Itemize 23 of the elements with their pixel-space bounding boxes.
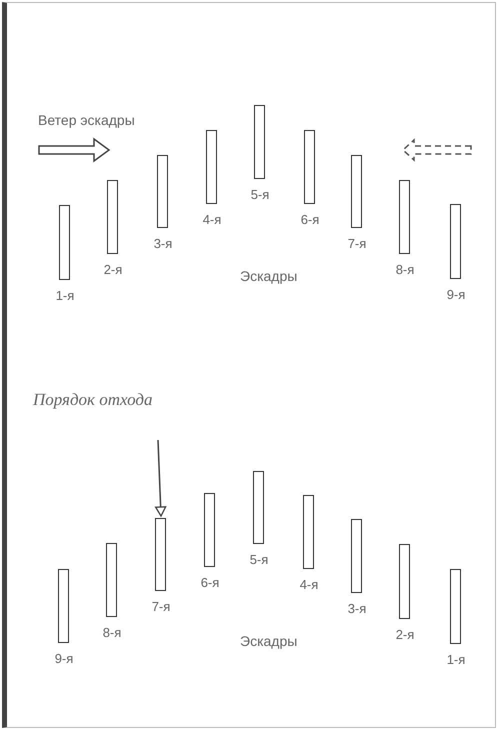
ship-label: 8-я <box>394 262 416 277</box>
wind-label: Ветер эскадры <box>38 112 135 128</box>
formation-label: Эскадры <box>240 268 298 284</box>
ship-label: 4-я <box>298 577 320 592</box>
ship-label: 9-я <box>446 287 466 302</box>
ship-label: 6-я <box>200 575 220 590</box>
ship-label: 8-я <box>102 625 122 640</box>
ship-label: 5-я <box>250 187 270 202</box>
ship-label: 3-я <box>346 601 368 616</box>
ship-label: 6-я <box>300 212 320 227</box>
ship-label: 3-я <box>152 236 174 251</box>
ship-label: 2-я <box>102 262 124 277</box>
ship-label: 1-я <box>446 652 466 667</box>
ship-label: 1-я <box>54 288 76 303</box>
arrow <box>155 440 166 517</box>
ship-label: 7-я <box>150 599 172 614</box>
ship-label: 5-я <box>248 552 270 567</box>
ship-label: 9-я <box>54 651 74 666</box>
panel-heading: Порядок отхода <box>33 390 153 410</box>
formation-label: Эскадры <box>240 633 298 649</box>
ship-label: 7-я <box>346 236 368 251</box>
ship-label: 4-я <box>202 212 222 227</box>
ship-label: 2-я <box>394 627 416 642</box>
